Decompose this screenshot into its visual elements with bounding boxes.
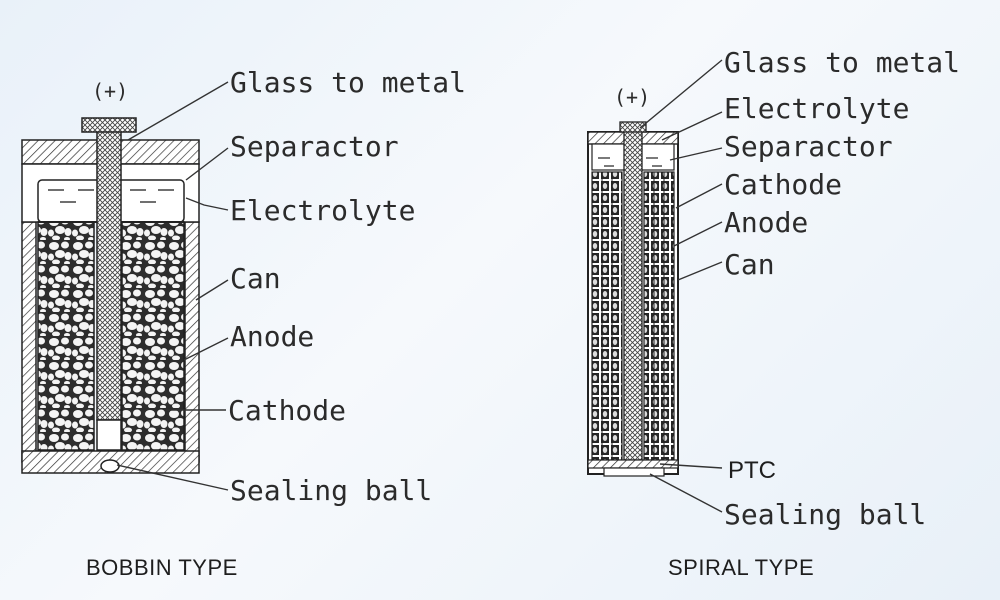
bobbin-label-separator: Separactor [230, 130, 399, 163]
spiral-electrolyte-level [598, 157, 662, 167]
bobbin-label-electrolyte: Electrolyte [230, 194, 415, 227]
bobbin-leader-lines [116, 81, 229, 491]
bobbin-terminal-sign: (+) [92, 79, 128, 103]
bobbin-pin-gap [96, 419, 122, 451]
spiral-label-separator: Separactor [724, 130, 893, 163]
spiral-label-cathode: Cathode [724, 168, 842, 201]
bobbin-can-right-wall [184, 221, 200, 463]
bobbin-labels: Glass to metal Separactor Electrolyte Ca… [228, 66, 466, 507]
spiral-cell: (+) [587, 85, 679, 477]
spiral-label-anode: Anode [724, 206, 808, 239]
spiral-label-sealing-ball: Sealing ball [724, 498, 926, 531]
bobbin-label-can: Can [230, 262, 281, 295]
bobbin-label-glass-to-metal: Glass to metal [230, 66, 466, 99]
spiral-layer-lines [601, 172, 665, 460]
spiral-collector-pin [623, 127, 643, 461]
spiral-winding-right [643, 171, 675, 461]
bobbin-cell: (+) [21, 79, 200, 474]
spiral-terminal-sign: (+) [614, 85, 650, 109]
bobbin-sealing-ball [100, 459, 120, 473]
bobbin-anode-right [121, 221, 185, 451]
spiral-winding-left [591, 171, 623, 461]
bobbin-anode-left [37, 221, 95, 451]
spiral-label-electrolyte: Electrolyte [724, 92, 909, 125]
spiral-terminal-cap [619, 121, 647, 133]
bobbin-label-cathode: Cathode [228, 394, 346, 427]
spiral-label-can: Can [724, 248, 775, 281]
bobbin-label-anode: Anode [230, 320, 314, 353]
bobbin-caption: BOBBIN TYPE [86, 555, 238, 580]
spiral-label-glass-to-metal: Glass to metal [724, 46, 960, 79]
spiral-leader-lines [639, 59, 723, 513]
bobbin-collector-pin [96, 127, 122, 421]
bobbin-can-left-wall [21, 221, 37, 463]
bobbin-label-sealing-ball: Sealing ball [230, 474, 432, 507]
spiral-caption: SPIRAL TYPE [668, 555, 814, 580]
spiral-bottom-plate [603, 467, 665, 477]
spiral-label-ptc: PTC [728, 457, 776, 484]
bobbin-electrolyte-level [48, 189, 174, 203]
spiral-labels: Glass to metal Electrolyte Separactor Ca… [724, 46, 960, 531]
bobbin-terminal-cap [81, 117, 137, 133]
